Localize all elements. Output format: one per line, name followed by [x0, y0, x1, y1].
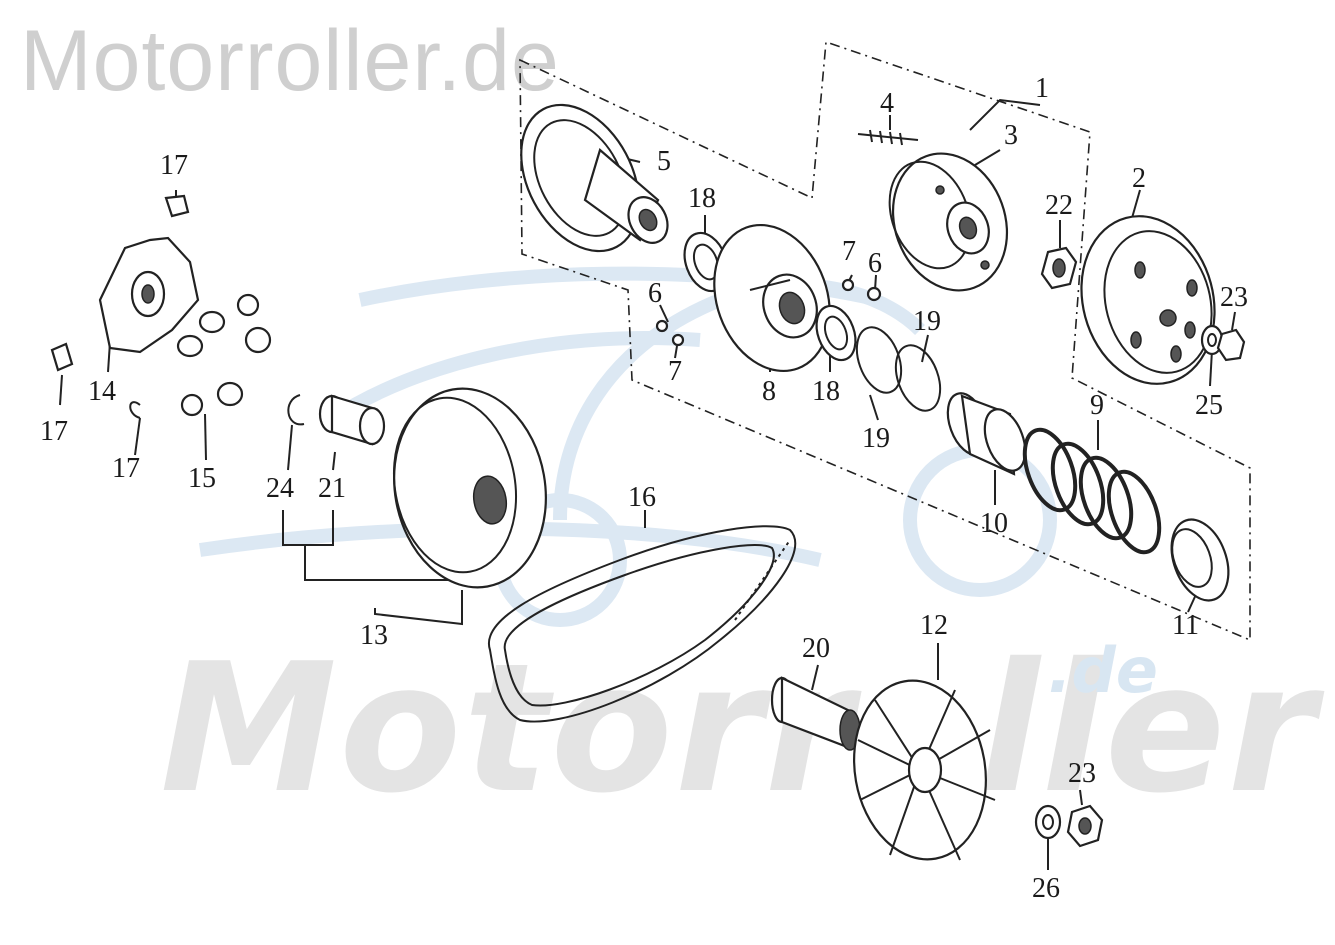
callout-10: 10	[980, 508, 1008, 539]
part-2-clutch-bell	[1080, 215, 1216, 385]
callout-18-top: 18	[688, 183, 716, 214]
part-5-drive-face	[520, 103, 669, 253]
watermark-suffix: .de	[1048, 634, 1158, 707]
callout-14: 14	[88, 376, 116, 407]
part-9-spring	[1022, 427, 1162, 555]
part-17-sliders	[50, 194, 190, 419]
callout-19-top: 19	[913, 306, 941, 337]
part-22-nut	[1040, 246, 1078, 290]
callout-22: 22	[1045, 190, 1073, 221]
callout-13: 13	[360, 620, 388, 651]
callout-26: 26	[1032, 873, 1060, 904]
part-3-clutch	[888, 152, 1009, 292]
part-19-o-rings	[855, 326, 942, 412]
assembly-boundary	[519, 40, 1251, 642]
callout-6-right: 6	[868, 248, 882, 279]
part-4-pin	[857, 129, 919, 146]
callout-15: 15	[188, 463, 216, 494]
part-11-spring-seat	[1170, 518, 1230, 602]
callout-12: 12	[920, 610, 948, 641]
callout-23-bottom: 23	[1068, 758, 1096, 789]
part-14-ramp-plate	[98, 236, 200, 354]
callout-17-bottom: 17	[112, 453, 140, 484]
callout-24: 24	[266, 473, 294, 504]
part-12-fan	[853, 679, 996, 861]
callout-20: 20	[802, 633, 830, 664]
part-16-belt	[487, 525, 797, 723]
callout-9: 9	[1090, 390, 1104, 421]
part-24-circlip	[287, 394, 305, 426]
part-10-sleeve	[946, 392, 1027, 476]
part-8-driven-face	[713, 223, 831, 373]
part-13-fixed-drive-face	[392, 387, 547, 589]
callout-19-bottom: 19	[862, 423, 890, 454]
callout-11: 11	[1172, 610, 1199, 641]
part-21-bushing	[318, 394, 386, 446]
part-26-washer	[1034, 804, 1062, 840]
part-6-7-pins	[655, 278, 882, 347]
part-23-nut-top	[1216, 328, 1246, 362]
callout-25: 25	[1195, 390, 1223, 421]
callout-3: 3	[1004, 120, 1018, 151]
callout-8: 8	[762, 376, 776, 407]
callout-1: 1	[1035, 73, 1049, 104]
callout-4: 4	[880, 88, 894, 119]
part-23-nut-lower	[1066, 804, 1104, 848]
callout-17-left: 17	[40, 416, 68, 447]
callout-18-bottom: 18	[812, 376, 840, 407]
leader-lines	[59, 98, 1236, 870]
callout-6-left: 6	[648, 278, 662, 309]
callout-2: 2	[1132, 163, 1146, 194]
part-18-seal-lower	[815, 304, 857, 362]
watermark-top: Motorroller.de	[20, 13, 560, 109]
callout-5: 5	[657, 146, 671, 177]
callout-7-bottom: 7	[668, 356, 682, 387]
callout-16: 16	[628, 482, 656, 513]
part-15-rollers	[176, 293, 272, 417]
callout-7-top: 7	[842, 236, 856, 267]
callout-23-top: 23	[1220, 282, 1248, 313]
watermark-big: Motorroller	[160, 625, 1318, 832]
part-20-shaft	[770, 676, 861, 751]
callout-17-top: 17	[160, 150, 188, 181]
callout-21: 21	[318, 473, 346, 504]
